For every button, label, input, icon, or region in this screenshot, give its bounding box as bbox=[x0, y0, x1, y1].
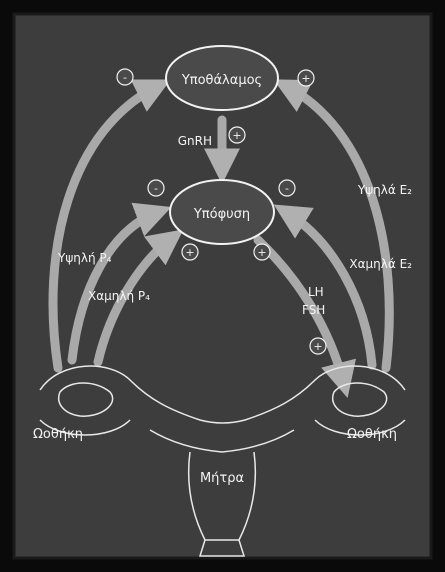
low-e2-label: Χαμηλά E₂ bbox=[349, 257, 412, 271]
sign-minus-pituitary-left-text: - bbox=[154, 182, 158, 195]
fsh-label: FSH bbox=[302, 303, 325, 317]
sign-plus-pituitary-low-p4-text: + bbox=[185, 246, 194, 259]
pituitary-label: Υπόφυση bbox=[193, 207, 250, 222]
low-p4-label: Χαμηλή P₄ bbox=[88, 289, 150, 303]
sign-plus-lh-fsh-text: + bbox=[313, 340, 322, 353]
uterus-label: Μήτρα bbox=[200, 471, 244, 486]
ovary-left-label: Ωοθήκη bbox=[33, 427, 83, 442]
high-e2-label: Υψηλά E₂ bbox=[357, 183, 412, 197]
sign-plus-pituitary-low-e2-text: + bbox=[257, 246, 266, 259]
sign-minus-hypothalamus-left-text: - bbox=[123, 71, 127, 84]
lh-label: LH bbox=[308, 285, 324, 299]
high-p4-label: Υψηλή P₄ bbox=[57, 251, 112, 265]
sign-plus-hypothalamus-right-text: + bbox=[301, 72, 310, 85]
ovary-right-label: Ωοθήκη bbox=[347, 427, 397, 442]
sign-minus-pituitary-right-text: - bbox=[285, 182, 289, 195]
gnrh-label: GnRH bbox=[178, 134, 212, 148]
sign-plus-gnrh-text: + bbox=[232, 129, 241, 142]
hypothalamus-label: Υποθάλαμος bbox=[181, 73, 262, 88]
